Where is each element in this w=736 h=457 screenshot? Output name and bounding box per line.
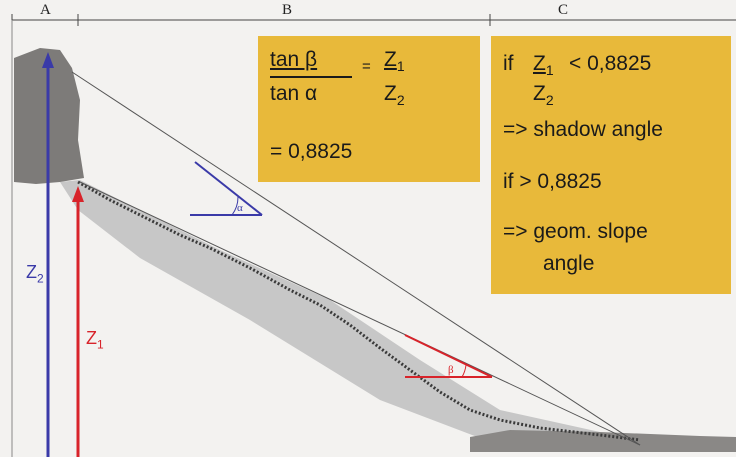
beta-label: β: [448, 364, 454, 376]
zone-label-c: C: [558, 2, 569, 18]
z1-arrow: [72, 186, 84, 457]
z1-condition-num: Z1: [533, 52, 554, 79]
z2-arrow: [42, 52, 54, 457]
talus-slope: [60, 180, 660, 450]
zone-label-a: A: [40, 2, 51, 18]
fraction-bar-left: [270, 76, 352, 78]
z1-label: Z1: [86, 328, 104, 352]
tan-alpha-text: tan α: [270, 82, 318, 105]
geom-slope-text: => geom. slope: [503, 220, 648, 243]
z1-fraction-num: Z1: [384, 48, 405, 75]
less-than-value: < 0,8825: [569, 52, 652, 75]
shadow-angle-text: => shadow angle: [503, 118, 663, 141]
beta-angle-marker: [404, 334, 493, 378]
foot-rock: [470, 430, 736, 452]
formula-box: tan β tan α = Z1 Z2 = 0,8825: [258, 36, 480, 182]
condition-box: if Z1 < 0,8825 Z2 => shadow angle if > 0…: [491, 36, 731, 294]
ratio-result: = 0,8825: [270, 140, 353, 163]
equals-sign: =: [362, 58, 371, 75]
if-greater-text: if > 0,8825: [503, 170, 602, 193]
if-label-1: if: [503, 52, 514, 75]
zone-label-b: B: [282, 2, 293, 18]
z2-condition-den: Z2: [533, 82, 554, 109]
tan-beta-text: tan β: [270, 48, 318, 71]
angle-text: angle: [543, 252, 595, 275]
alpha-label: α: [237, 202, 243, 214]
alpha-angle-marker: [190, 161, 263, 216]
z2-label: Z2: [26, 262, 44, 286]
zone-bracket: [11, 14, 736, 26]
sight-line-top: [71, 71, 641, 446]
sight-line-apex: [79, 181, 641, 446]
rubble-line: [77, 180, 641, 442]
z2-fraction-den: Z2: [384, 82, 405, 109]
